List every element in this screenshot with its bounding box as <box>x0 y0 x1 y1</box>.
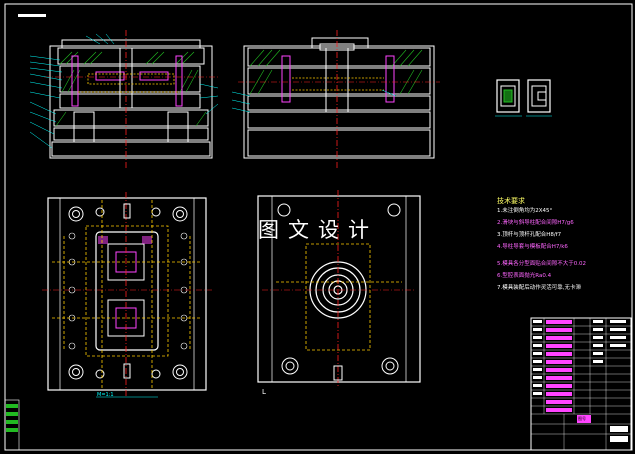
watermark-text: 图文设计 <box>258 218 378 242</box>
technical-note: 4.导柱导套与模板配合H7/k6 <box>497 244 568 250</box>
technical-note: 5.模具各分型面贴合间隙不大于0.02 <box>497 261 586 267</box>
title-block[interactable] <box>530 317 632 451</box>
technical-note: 6.型腔表面抛光Ra0.4 <box>497 273 552 279</box>
side-section-view[interactable] <box>231 30 440 168</box>
front-section-view[interactable] <box>29 30 219 168</box>
plan-view-moving-half[interactable] <box>257 190 421 388</box>
technical-note: 2.滑块与斜导柱配合间隙H7/g6 <box>497 220 574 226</box>
drawing-border <box>4 3 633 451</box>
plan-view-fixed-half[interactable] <box>42 192 212 398</box>
technical-note: 3.顶杆与顶杆孔配合H8/f7 <box>497 232 562 238</box>
revision-stamp <box>4 399 20 451</box>
technical-notes-title: 技术要求 <box>497 197 525 205</box>
scale-label: M=1:1 <box>97 392 114 398</box>
technical-note: 1.未注倒角均为2X45° <box>497 208 553 214</box>
title-block-stamp: 图号 <box>578 416 586 421</box>
frame-tick <box>18 14 46 17</box>
part-detail-view[interactable] <box>495 79 552 117</box>
technical-note: 7.模具装配后动作灵活可靠,无卡滞 <box>497 285 581 291</box>
view-corner-mark: L <box>262 388 266 396</box>
